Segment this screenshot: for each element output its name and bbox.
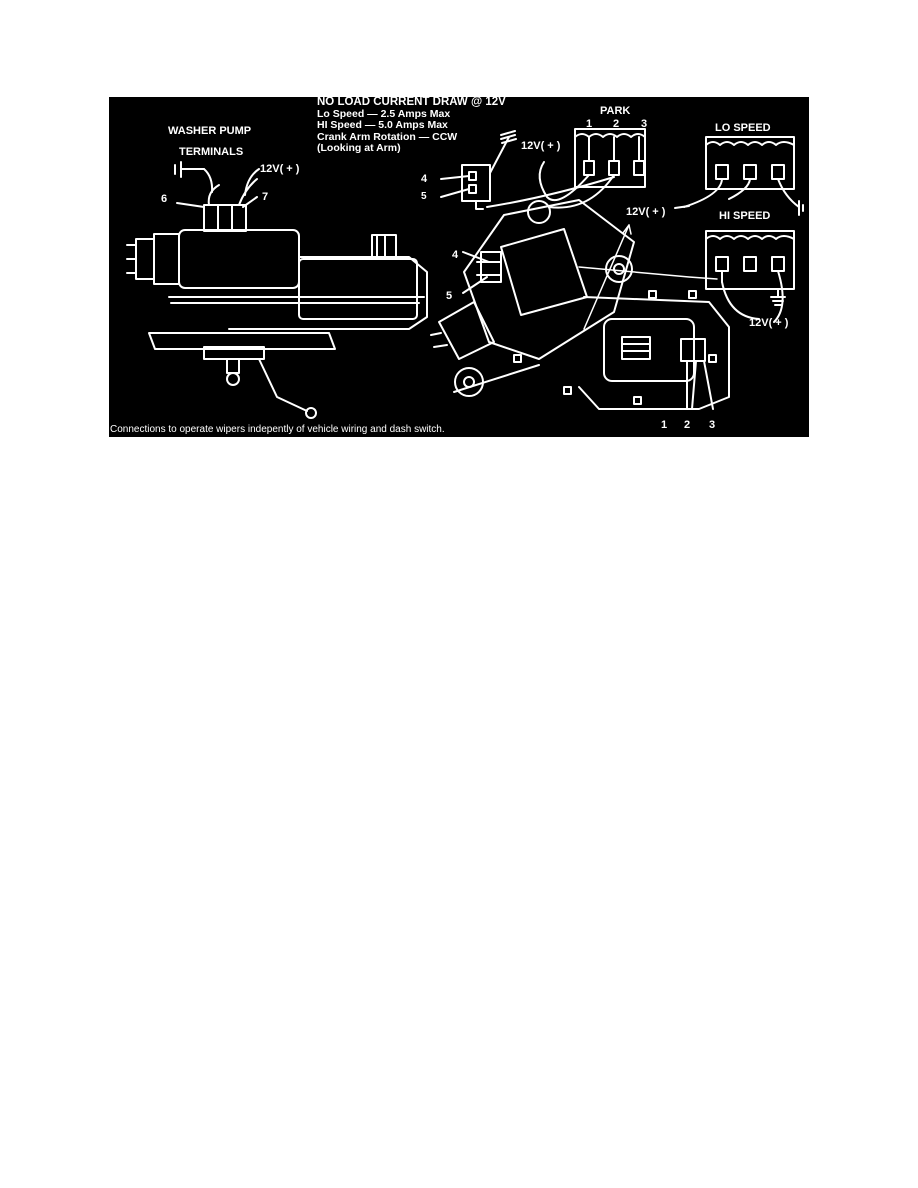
- washer-terminals-title: TERMINALS: [179, 146, 244, 158]
- bottom-pin-3: 3: [709, 419, 716, 431]
- washer-terminal-7: 7: [262, 191, 269, 203]
- lo-speed-title: LO SPEED: [715, 122, 771, 134]
- washer-supply-label: 12V( + ): [260, 163, 300, 175]
- bottom-pin-2: 2: [684, 419, 691, 431]
- no-load-spec-block: NO LOAD CURRENT DRAW @ 12V Lo Speed — 2.…: [317, 97, 506, 155]
- spec-hi-speed: HI Speed — 5.0 Amps Max: [317, 119, 448, 131]
- wiper-motor-front-view: [430, 199, 730, 410]
- park-title: PARK: [600, 105, 631, 117]
- park-connector: [486, 128, 646, 209]
- inset-pin-4: 4: [452, 249, 459, 261]
- figure-caption: Connections to operate wipers indepently…: [110, 424, 445, 435]
- lo-speed-connector: [674, 136, 804, 216]
- bottom-pin-1: 1: [661, 419, 668, 431]
- spec-lo-speed: Lo Speed — 2.5 Amps Max: [317, 107, 451, 120]
- park-pin-2: 2: [613, 118, 620, 130]
- spec-looking-at-arm: (Looking at Arm): [317, 142, 401, 154]
- hi-speed-title: HI SPEED: [719, 210, 771, 222]
- connector-pin-5: 5: [421, 191, 427, 202]
- hi-speed-connector: [705, 230, 795, 323]
- park-pin-3: 3: [641, 118, 648, 130]
- park-supply-label: 12V( + ): [521, 140, 561, 152]
- washer-terminal-6: 6: [161, 193, 168, 205]
- diagram-drawing: [126, 128, 804, 419]
- park-pin-1: 1: [586, 118, 593, 130]
- spec-crank-rotation: Crank Arm Rotation — CCW: [317, 130, 458, 143]
- washer-pump-assembly: [126, 161, 428, 419]
- hi-speed-supply-label: 12V( + ): [749, 317, 789, 329]
- washer-pump-title: WASHER PUMP: [168, 125, 252, 137]
- wiper-motor-diagram: NO LOAD CURRENT DRAW @ 12V Lo Speed — 2.…: [109, 97, 809, 437]
- connector-pin-4: 4: [421, 173, 428, 185]
- inset-pin-5: 5: [446, 290, 453, 302]
- motor-connector-plug: [440, 130, 517, 210]
- spec-title: NO LOAD CURRENT DRAW @ 12V: [317, 97, 506, 108]
- lo-speed-supply-label: 12V( + ): [626, 206, 666, 218]
